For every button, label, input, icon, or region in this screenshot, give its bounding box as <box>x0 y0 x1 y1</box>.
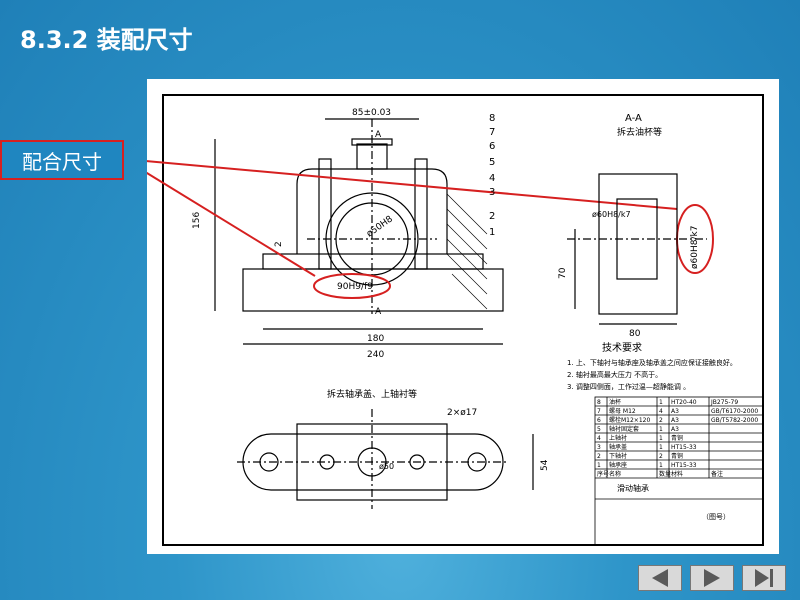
bom-cell-std: JB275-79 <box>710 399 738 406</box>
bom-cell-qty: 1 <box>659 435 663 442</box>
balloon-6: 6 <box>489 141 495 152</box>
bom-cell-qty: 2 <box>659 453 663 460</box>
tech-note-3: 3. 调整四侧面，工作过温—超静能调 。 <box>567 382 690 391</box>
bom-header-no: 序号 <box>597 470 609 478</box>
bom-cell-name: 螺母 M12 <box>609 407 636 415</box>
tech-note-1: 1. 上、下轴衬与轴承座及轴承盖之间应保证接触良好。 <box>567 358 737 367</box>
triangle-left-icon <box>652 569 668 587</box>
balloon-1: 1 <box>489 227 495 238</box>
bom-cell-mat: HT20-40 <box>671 399 697 406</box>
bom-cell-no: 7 <box>597 408 601 415</box>
bom-cell-name: 下轴衬 <box>609 452 627 460</box>
bom-cell-mat: 青铜 <box>671 452 683 460</box>
bom-cell-no: 5 <box>597 426 601 433</box>
bom-cell-mat: A3 <box>671 426 679 433</box>
bom-cell-mat: A3 <box>671 417 679 424</box>
dim-hole: ø50 <box>379 462 394 471</box>
bom-header-mat: 材料 <box>671 470 683 478</box>
bom-cell-qty: 4 <box>659 408 663 415</box>
section-aa-label: A-A <box>625 113 642 124</box>
balloon-4: 4 <box>489 173 495 184</box>
section-a-top: A <box>375 130 382 140</box>
bom-cell-mat: 青铜 <box>671 434 683 442</box>
title-block-drawing-no: （图号） <box>702 513 730 521</box>
slide-title: 8.3.2 装配尺寸 <box>20 26 193 54</box>
assembly-drawing: 85±0.03 156 2 ø50H8 90H9/f9 A A 180 240 … <box>123 94 764 546</box>
dim-top: 85±0.03 <box>352 108 391 118</box>
tech-title: 技术要求 <box>602 341 642 354</box>
title-block-name: 滑动轴承 <box>617 483 649 493</box>
bom-cell-no: 1 <box>597 462 601 469</box>
bom-cell-name: 螺栓M12×120 <box>609 416 650 424</box>
dim-bore: ø50H8 <box>365 214 395 239</box>
bom-cell-no: 6 <box>597 417 601 424</box>
dim-right-small: ø60H8/k7 <box>592 210 631 219</box>
bom-cell-name: 轴承盖 <box>609 443 627 451</box>
balloon-7: 7 <box>489 127 495 138</box>
fit-dimension-callout: 配合尺寸 <box>0 140 124 180</box>
triangle-right-icon <box>704 569 720 587</box>
dim-left-small: 2 <box>274 241 284 247</box>
bom-cell-mat: A3 <box>671 408 679 415</box>
dim-80: 80 <box>629 329 641 339</box>
bottom-view-label: 拆去轴承盖、上轴衬等 <box>327 388 417 400</box>
bom-cell-no: 2 <box>597 453 601 460</box>
bom-cell-std: GB/T6170-2000 <box>711 408 758 415</box>
last-button[interactable] <box>742 565 786 591</box>
dim-180: 180 <box>367 334 384 344</box>
bom-cell-qty: 2 <box>659 417 663 424</box>
bom-cell-qty: 1 <box>659 399 663 406</box>
bom-header-std: 备注 <box>711 470 723 478</box>
section-a-bottom: A <box>375 307 382 317</box>
bom-cell-name: 轴承座 <box>609 461 627 469</box>
dim-70: 70 <box>558 267 568 279</box>
balloon-8: 8 <box>489 113 495 124</box>
bom-cell-no: 3 <box>597 444 601 451</box>
dim-54: 54 <box>540 459 550 471</box>
drawing-sheet: 85±0.03 156 2 ø50H8 90H9/f9 A A 180 240 … <box>123 79 779 554</box>
bom-cell-std: GB/T5782-2000 <box>711 417 758 424</box>
balloon-3: 3 <box>489 187 495 198</box>
section-aa-sub: 拆去油杯等 <box>617 126 662 138</box>
bom-cell-qty: 1 <box>659 426 663 433</box>
bom-cell-name: 上轴衬 <box>609 434 627 442</box>
bom-cell-qty: 1 <box>659 462 663 469</box>
bom-cell-qty: 1 <box>659 444 663 451</box>
bom-cell-no: 8 <box>597 399 601 406</box>
dim-fit: 90H9/f9 <box>337 282 373 292</box>
balloon-5: 5 <box>489 157 495 168</box>
dim-left-height: 156 <box>192 212 202 229</box>
bom-cell-mat: HT15-33 <box>671 462 697 469</box>
skip-end-icon <box>755 569 773 587</box>
prev-button[interactable] <box>638 565 682 591</box>
dim-fit-right: ø60H8/k7 <box>690 226 700 269</box>
bom-cell-name: 轴衬固定套 <box>609 425 639 433</box>
bom-header-qty: 数量 <box>659 470 671 478</box>
bom-header-name: 名称 <box>609 470 621 478</box>
dim-2x17: 2×ø17 <box>447 408 477 418</box>
bom-cell-name: 油杯 <box>609 398 621 406</box>
next-button[interactable] <box>690 565 734 591</box>
dim-240: 240 <box>367 350 384 360</box>
tech-note-2: 2. 轴衬最高最大压力 不高于。 <box>567 370 662 379</box>
balloon-2: 2 <box>489 211 495 222</box>
bom-cell-no: 4 <box>597 435 601 442</box>
bom-cell-mat: HT15-33 <box>671 444 697 451</box>
